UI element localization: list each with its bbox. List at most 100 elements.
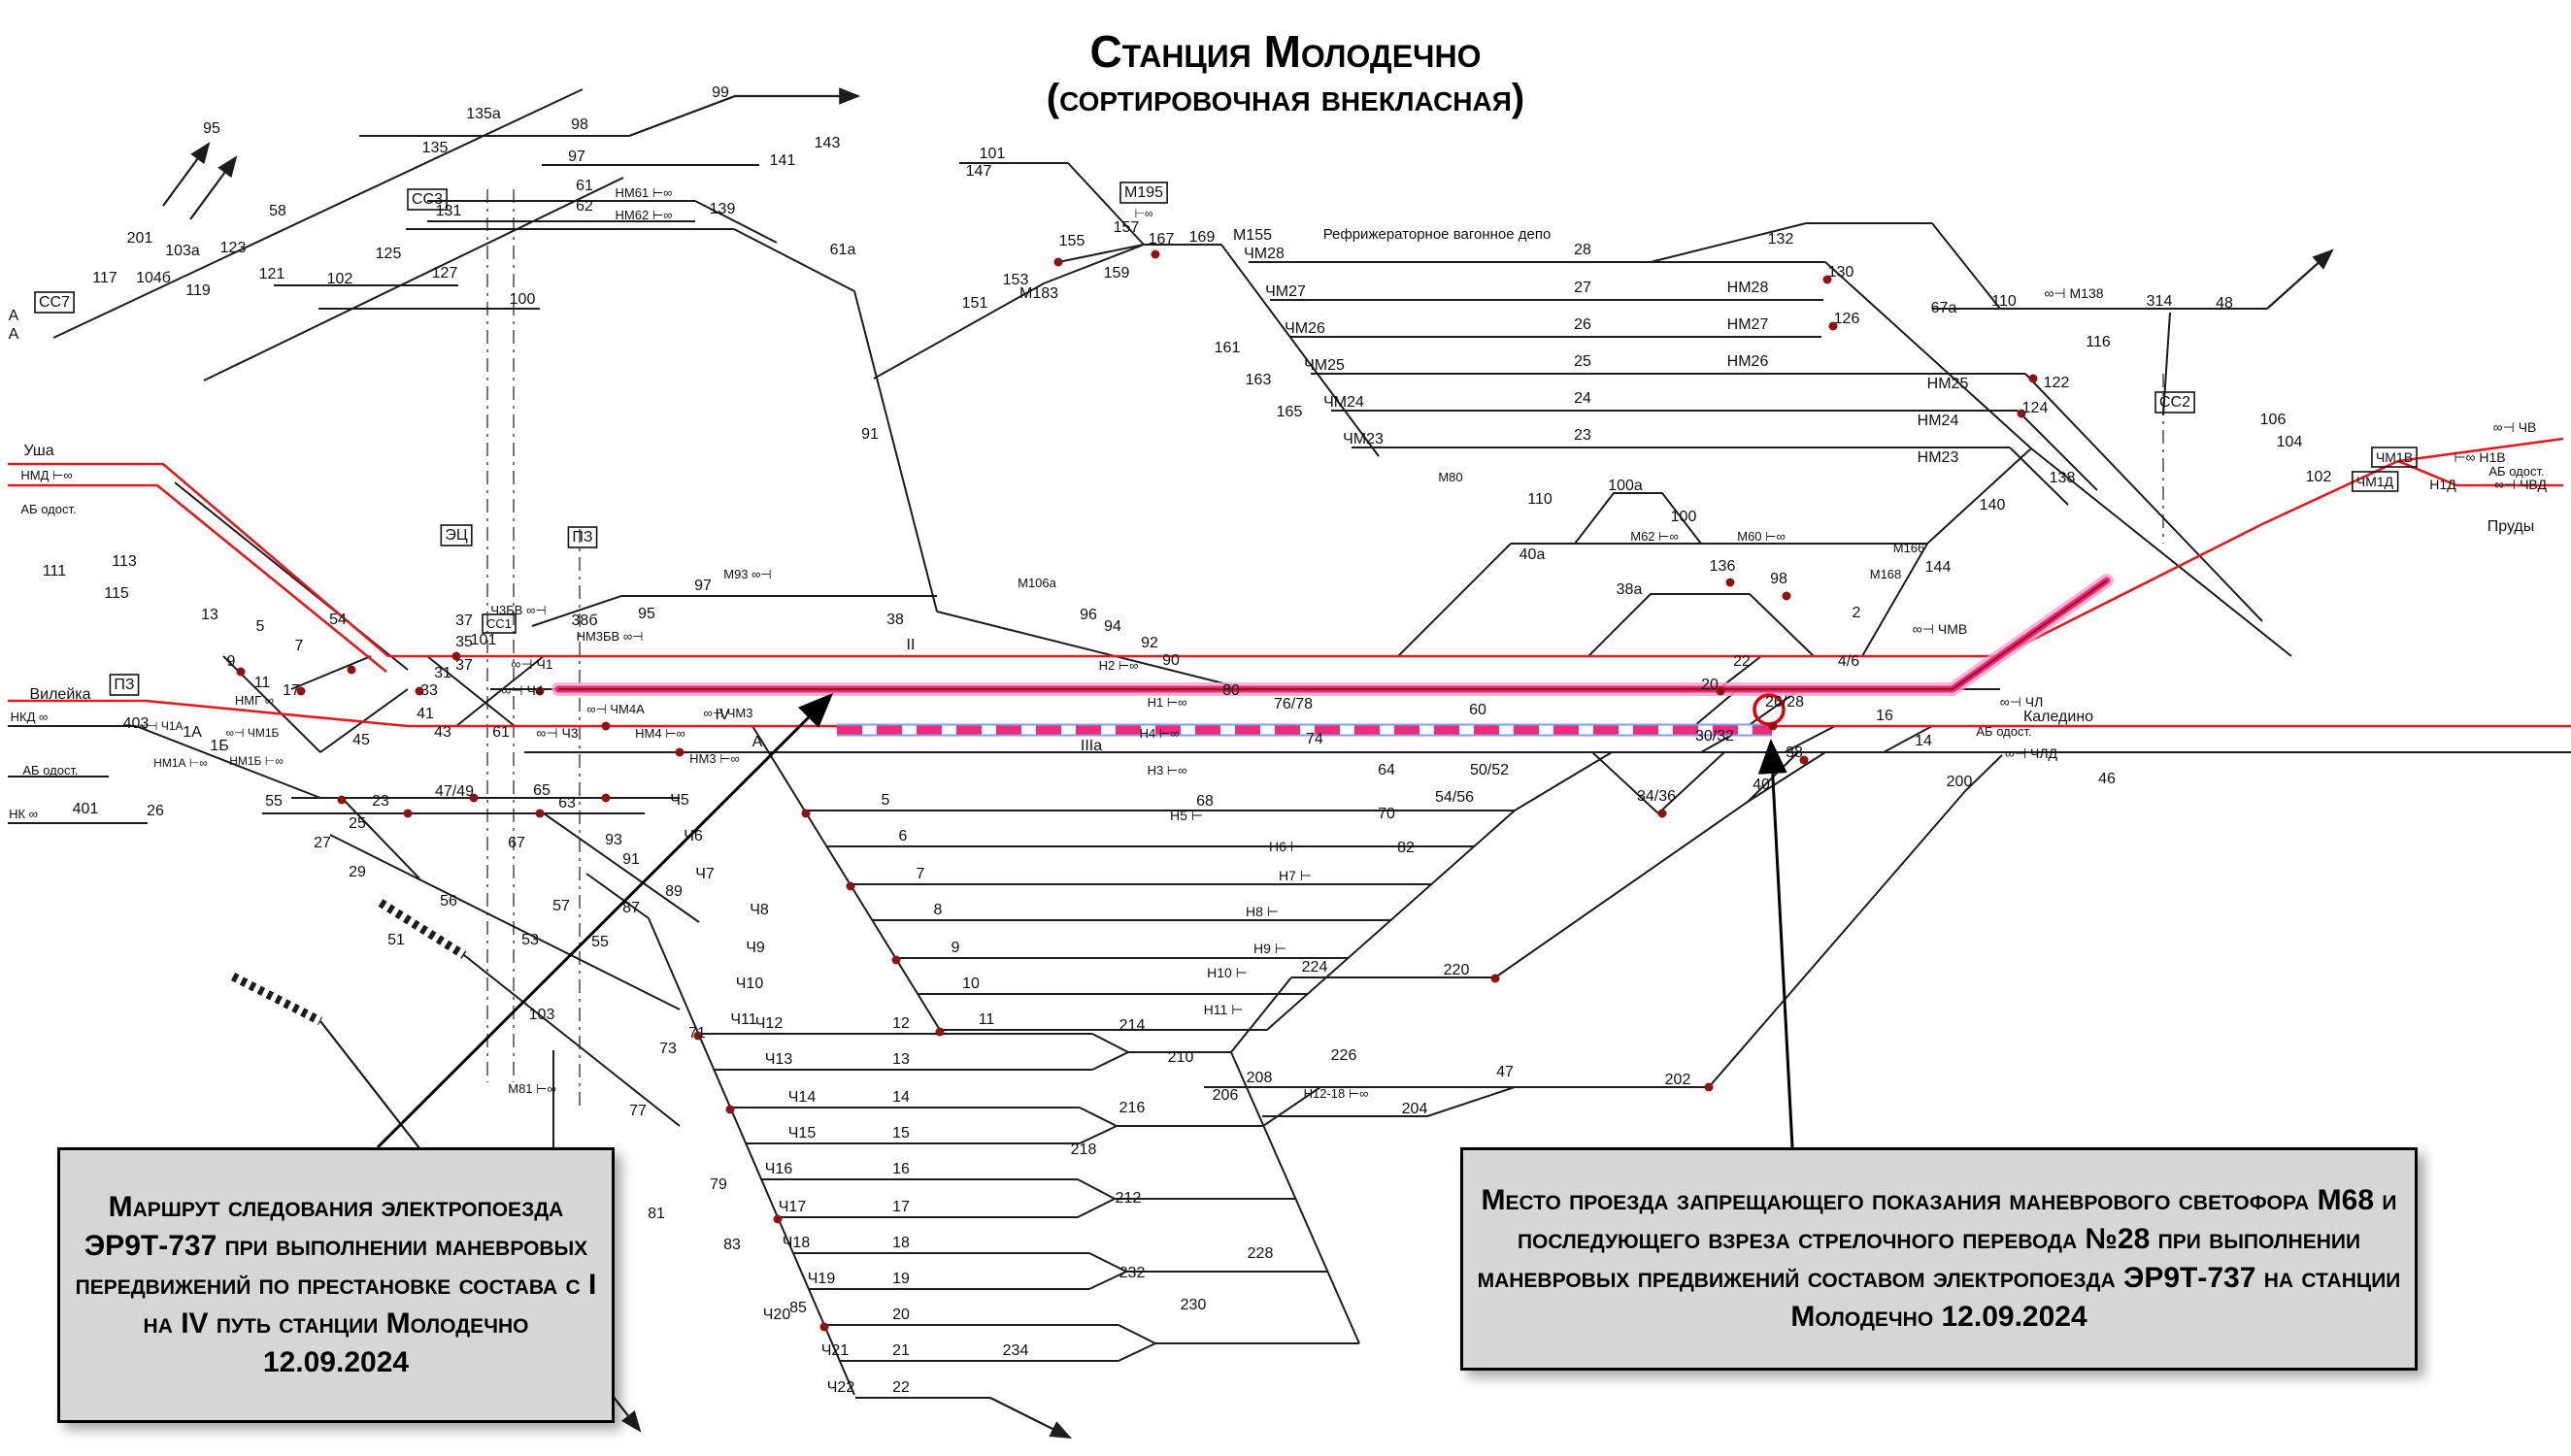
- diagram-label: 135а: [466, 106, 501, 122]
- diagram-label: Ч9: [746, 940, 765, 956]
- diagram-label: 403: [123, 715, 150, 732]
- diagram-label: 100: [1671, 509, 1697, 525]
- diagram-label: 28: [1574, 242, 1591, 258]
- diagram-label: НМ1А ⊢∞: [153, 756, 208, 770]
- diagram-label: 55: [265, 793, 283, 810]
- diagram-label: Ч14: [788, 1089, 817, 1106]
- diagram-label: 29: [349, 864, 366, 880]
- brake-position-bars: [230, 899, 467, 1026]
- diagram-label: 62: [576, 198, 593, 215]
- diagram-label: 4/6: [1838, 653, 1859, 670]
- diagram-label: Н3 ⊢∞: [1148, 763, 1187, 778]
- diagram-label: 53: [521, 932, 539, 948]
- diagram-label: Ч22: [827, 1379, 855, 1396]
- diagram-label: ∞⊣ М138: [2044, 285, 2103, 301]
- label-box: [482, 613, 517, 634]
- diagram-label: 7: [917, 866, 925, 882]
- diagram-label: 8: [934, 902, 943, 918]
- diagram-label: 110: [1991, 293, 2017, 310]
- diagram-label: Н1 ⊢∞: [1148, 695, 1187, 710]
- diagram-label: ∞⊣ ЧМ3: [704, 706, 753, 720]
- diagram-label: СС2: [2159, 394, 2190, 411]
- label-box: [2371, 447, 2418, 468]
- diagram-label: 61: [576, 178, 593, 194]
- diagram-label: 38: [1786, 745, 1803, 761]
- diagram-label: 314: [2147, 293, 2173, 310]
- diagram-label: Н10 ⊢: [1207, 965, 1248, 980]
- diagram-label: 98: [1770, 571, 1787, 587]
- diagram-label: 100а: [1608, 478, 1643, 494]
- diagram-label: 16: [892, 1161, 910, 1177]
- label-box: [440, 524, 473, 546]
- diagram-label: 155: [1059, 233, 1085, 249]
- diagram-label: 115: [104, 585, 129, 602]
- diagram-label: 61а: [830, 242, 856, 258]
- exit-arrow-bottom: [989, 1397, 1072, 1439]
- diagram-label: 45: [352, 732, 370, 748]
- diagram-label: 51: [387, 932, 405, 948]
- diagram-label: НМ62 ⊢∞: [616, 208, 673, 222]
- diagram-label: 22: [1733, 653, 1751, 670]
- diagram-label: Ч21: [821, 1342, 850, 1359]
- diagram-label: 401: [73, 801, 99, 817]
- diagram-label: М80: [1438, 470, 1462, 484]
- diagram-label: 79: [710, 1176, 727, 1193]
- diagram-label: АБ одост.: [2488, 464, 2544, 479]
- diagram-label: Каледино: [2023, 709, 2093, 725]
- diagram-label: 7: [295, 638, 304, 654]
- diagram-label: Ч5: [670, 792, 689, 809]
- route-note-box: Маршрут следования электропоезда ЭР9Т-73…: [57, 1147, 615, 1423]
- diagram-label: 126: [1834, 311, 1860, 327]
- diagram-label: 234: [1003, 1342, 1029, 1359]
- diagram-label: 6: [899, 828, 908, 844]
- exit-arrow-upper-left-2: [162, 142, 211, 207]
- diagram-label: ПЗ: [572, 529, 592, 546]
- station-subtitle: (сортировочная внекласная): [1046, 76, 1525, 119]
- diagram-label: 31: [434, 665, 451, 681]
- diagram-label: Ч15: [788, 1125, 817, 1142]
- diagram-label: 34/36: [1637, 788, 1676, 805]
- diagram-label: 91: [861, 426, 879, 443]
- diagram-label: 110: [1527, 491, 1553, 508]
- diagram-label: 224: [1302, 959, 1328, 976]
- diagram-label: 17: [283, 682, 300, 699]
- diagram-label: 127: [432, 265, 458, 281]
- diagram-label: Н11 ⊢: [1204, 1002, 1244, 1017]
- diagram-label: 11: [979, 1011, 995, 1028]
- diagram-label: Ч16: [765, 1161, 793, 1177]
- diagram-label: НМ1Б ⊢∞: [229, 754, 284, 768]
- diagram-label: ∞⊣ Ч4: [501, 682, 543, 698]
- incident-note-text: Место проезда запрещающего показания ман…: [1477, 1183, 2401, 1334]
- diagram-label: 210: [1168, 1049, 1194, 1066]
- diagram-label: Ч20: [763, 1307, 791, 1323]
- diagram-label: НМГ ∞: [235, 693, 274, 708]
- diagram-label: Ч7: [695, 866, 715, 882]
- label-box: [567, 526, 598, 548]
- diagram-label: Ч19: [808, 1271, 836, 1287]
- diagram-label: 132: [1768, 231, 1794, 248]
- diagram-label: 47: [1496, 1064, 1514, 1080]
- diagram-label: 93: [605, 832, 622, 848]
- diagram-label: Н2 ⊢∞: [1099, 658, 1139, 673]
- diagram-label: Н5 ⊢: [1170, 808, 1203, 823]
- diagram-label: 64: [1378, 762, 1395, 778]
- diagram-label: 92: [1141, 635, 1158, 651]
- diagram-label: М155: [1233, 227, 1272, 244]
- diagram-label: 131: [436, 203, 462, 219]
- diagram-label: 37: [455, 612, 473, 629]
- diagram-label: 54/56: [1435, 789, 1474, 806]
- diagram-label: ∞⊣ ЧМ1Б: [226, 726, 280, 740]
- diagram-label: 98: [571, 116, 588, 133]
- diagram-label: 130: [1828, 264, 1854, 281]
- diagram-label: IV: [715, 707, 729, 723]
- diagram-label: ЧМ25: [1304, 357, 1345, 374]
- diagram-label: 33: [420, 682, 438, 699]
- diagram-label: 104б: [136, 270, 171, 286]
- exit-arrow-top-right: [2266, 248, 2334, 310]
- diagram-label: 163: [1246, 372, 1272, 388]
- diagram-label: М62 ⊢∞: [1630, 529, 1679, 544]
- diagram-label: НКД ∞: [11, 710, 49, 724]
- diagram-label: Н12-18 ⊢∞: [1304, 1086, 1369, 1101]
- exit-arrow-upper-left-1: [189, 155, 238, 220]
- diagram-label: 82: [1397, 840, 1415, 856]
